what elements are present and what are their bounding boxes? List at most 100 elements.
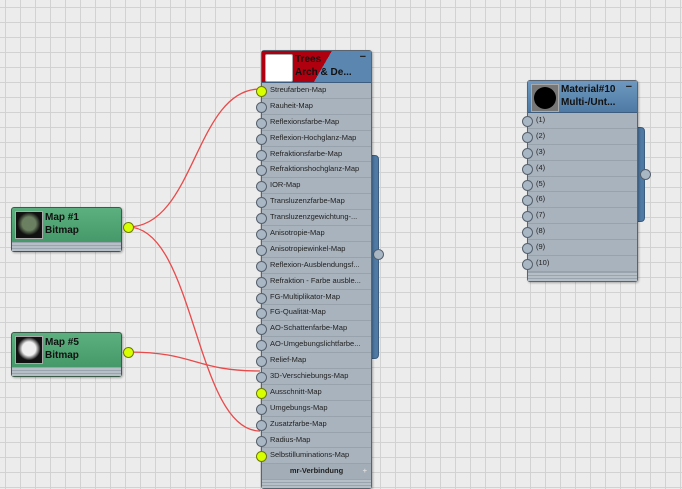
input-slot[interactable]: IOR-Map <box>262 178 371 195</box>
input-socket[interactable] <box>256 340 267 352</box>
input-socket[interactable] <box>256 451 267 463</box>
input-socket[interactable] <box>256 213 267 225</box>
input-slot[interactable]: Reflexion-Hochglanz-Map <box>262 131 371 147</box>
node-header[interactable]: Material#10 Multi-/Unt... − <box>528 81 637 113</box>
input-slot[interactable]: (7) <box>528 208 637 225</box>
input-socket[interactable] <box>256 403 267 415</box>
input-slot[interactable]: Rauheit-Map <box>262 99 371 115</box>
input-socket[interactable] <box>256 260 267 272</box>
input-socket[interactable] <box>522 179 533 191</box>
input-socket[interactable] <box>256 85 267 97</box>
minimize-button[interactable]: − <box>359 51 366 63</box>
input-socket[interactable] <box>256 387 267 399</box>
input-socket[interactable] <box>256 292 267 304</box>
input-slot[interactable]: Reflexionsfarbe-Map <box>262 115 371 131</box>
input-socket[interactable] <box>522 115 533 127</box>
input-slot[interactable]: Transluzenzfarbe-Map <box>262 194 371 211</box>
node-header[interactable]: Map #5 Bitmap <box>12 333 121 367</box>
input-socket[interactable] <box>256 101 267 113</box>
input-slot[interactable]: Anisotropiewinkel-Map <box>262 242 371 258</box>
node-header[interactable]: Map #1 Bitmap <box>12 208 121 242</box>
input-slot[interactable]: Refraktionsfarbe-Map <box>262 147 371 163</box>
input-slot[interactable]: Anisotropie-Map <box>262 226 371 242</box>
input-slot[interactable]: Radius-Map <box>262 433 371 449</box>
resize-grip[interactable] <box>12 242 121 251</box>
input-socket[interactable] <box>256 165 267 177</box>
slot-label: FG-Multiplikator-Map <box>270 291 341 301</box>
rollout-label: mr-Verbindung <box>289 466 344 476</box>
input-socket[interactable] <box>522 227 533 239</box>
input-socket[interactable] <box>256 244 267 256</box>
map5-bitmap-node[interactable]: Map #5 Bitmap <box>11 332 122 377</box>
input-socket[interactable] <box>256 276 267 288</box>
input-socket[interactable] <box>256 197 267 209</box>
input-slot[interactable]: FG-Multiplikator-Map <box>262 290 371 306</box>
map1-output-socket[interactable] <box>123 222 134 233</box>
wire-map1-streufarben[interactable] <box>127 88 261 228</box>
input-socket[interactable] <box>256 228 267 240</box>
input-slot[interactable]: AO-Umgebungslichtfarbe... <box>262 337 371 354</box>
output-socket[interactable] <box>373 249 384 260</box>
slot-label: Reflexion-Ausblendungsf... <box>270 259 360 269</box>
slot-label: Zusatzfarbe-Map <box>270 418 327 428</box>
input-slot[interactable]: FG-Qualität-Map <box>262 305 371 322</box>
input-slot[interactable]: Umgebungs-Map <box>262 401 371 417</box>
input-slot[interactable]: 3D-Verschiebungs-Map <box>262 369 371 385</box>
input-slot[interactable]: (9) <box>528 240 637 257</box>
input-socket[interactable] <box>522 258 533 270</box>
input-socket[interactable] <box>256 419 267 431</box>
node-header[interactable]: Trees Arch & De... − <box>262 51 371 83</box>
output-socket[interactable] <box>640 169 651 180</box>
input-socket[interactable] <box>522 163 533 175</box>
input-socket[interactable] <box>522 211 533 223</box>
input-slot[interactable]: (1) <box>528 113 637 129</box>
input-socket[interactable] <box>522 131 533 143</box>
resize-grip[interactable] <box>528 271 637 281</box>
resize-grip[interactable] <box>262 479 371 489</box>
input-socket[interactable] <box>256 181 267 193</box>
input-slot[interactable]: Relief-Map <box>262 353 371 370</box>
multi-sub-material-node[interactable]: Material#10 Multi-/Unt... − (1)(2)(3)(4)… <box>527 80 638 282</box>
slot-label: (8) <box>536 226 546 236</box>
input-socket[interactable] <box>256 133 267 145</box>
resize-grip[interactable] <box>12 367 121 376</box>
input-socket[interactable] <box>256 149 267 161</box>
input-socket[interactable] <box>256 356 267 368</box>
input-slot[interactable]: (6) <box>528 192 637 209</box>
mr-connection-rollout[interactable]: mr-Verbindung + <box>262 464 371 480</box>
input-socket[interactable] <box>522 243 533 255</box>
wire-map1-selbstillumination[interactable] <box>127 226 261 432</box>
input-slot[interactable]: (8) <box>528 224 637 241</box>
input-slot[interactable]: Refraktionshochglanz-Map <box>262 162 371 179</box>
slot-label: (4) <box>536 162 546 172</box>
map1-bitmap-node[interactable]: Map #1 Bitmap <box>11 207 122 252</box>
minimize-button[interactable]: − <box>625 81 632 93</box>
input-slot[interactable]: Transluzenzgewichtung-... <box>262 210 371 227</box>
input-socket[interactable] <box>522 147 533 159</box>
input-socket[interactable] <box>256 308 267 320</box>
slot-label: Streufarben-Map <box>270 85 327 94</box>
map5-output-socket[interactable] <box>123 347 134 358</box>
input-socket[interactable] <box>522 195 533 207</box>
input-socket[interactable] <box>256 117 267 129</box>
input-slot[interactable]: AO-Schattenfarbe-Map <box>262 321 371 338</box>
input-slot[interactable]: Ausschnitt-Map <box>262 385 371 401</box>
input-slot[interactable]: Streufarben-Map <box>262 83 371 99</box>
input-slot[interactable]: (5) <box>528 177 637 193</box>
wire-map5-ausschnitt[interactable] <box>127 351 261 372</box>
input-slot[interactable]: Zusatzfarbe-Map <box>262 417 371 433</box>
expand-icon[interactable]: + <box>362 466 367 476</box>
node-title: Trees <box>295 54 322 65</box>
input-slot[interactable]: Refraktion - Farbe ausble... <box>262 274 371 290</box>
input-slot[interactable]: (3) <box>528 145 637 161</box>
input-socket[interactable] <box>256 371 267 383</box>
input-socket[interactable] <box>256 324 267 336</box>
input-socket[interactable] <box>256 435 267 447</box>
input-slot[interactable]: Reflexion-Ausblendungsf... <box>262 258 371 274</box>
slot-label: Anisotropiewinkel-Map <box>270 243 346 253</box>
input-slot[interactable]: Selbstilluminations-Map <box>262 448 371 465</box>
input-slot[interactable]: (4) <box>528 161 637 177</box>
input-slot[interactable]: (10) <box>528 256 637 272</box>
input-slot[interactable]: (2) <box>528 129 637 145</box>
